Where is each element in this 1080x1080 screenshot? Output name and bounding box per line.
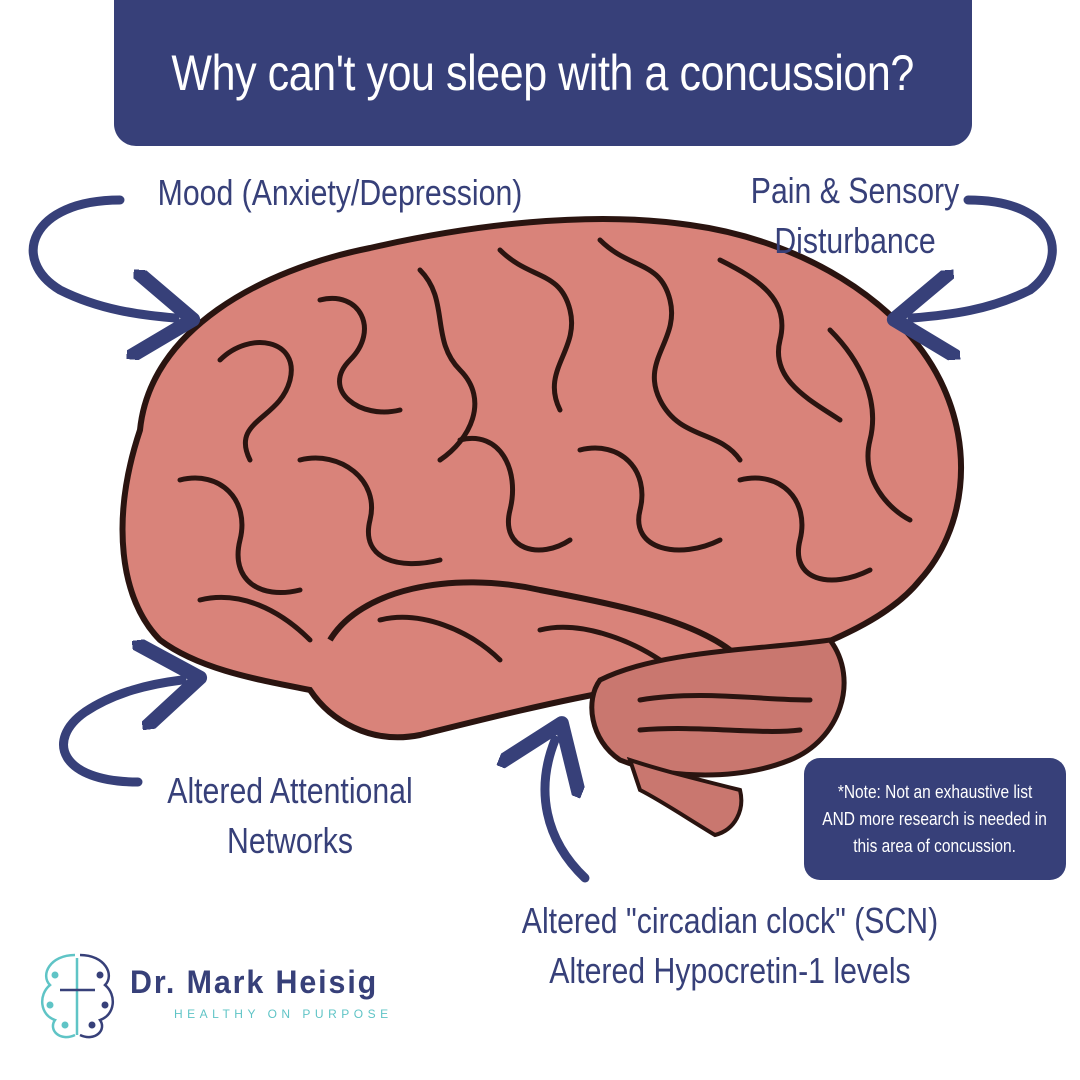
arrow-pain bbox=[912, 195, 1057, 318]
note-box: *Note: Not an exhaustive list AND more r… bbox=[804, 758, 1066, 880]
label-pain: Pain & Sensory Disturbance bbox=[750, 170, 960, 261]
title-banner: Why can't you sleep with a concussion? bbox=[114, 0, 972, 146]
brain-circuit-logo-icon bbox=[41, 953, 114, 1039]
arrow-attention bbox=[59, 680, 182, 787]
logo-tagline: HEALTHY ON PURPOSE bbox=[174, 1007, 393, 1021]
arrow-circadian bbox=[545, 740, 590, 883]
arrow-mood bbox=[28, 195, 175, 318]
page-title: Why can't you sleep with a concussion? bbox=[171, 45, 915, 101]
logo-name: Dr. Mark Heisig bbox=[130, 964, 379, 1000]
label-circadian: Altered "circadian clock" (SCN) Altered … bbox=[521, 900, 939, 991]
logo: Dr. Mark Heisig HEALTHY ON PURPOSE bbox=[130, 964, 450, 1021]
label-mood: Mood (Anxiety/Depression) bbox=[157, 172, 523, 213]
label-attention: Altered Attentional Networks bbox=[167, 770, 413, 861]
brain-icon bbox=[119, 215, 964, 838]
